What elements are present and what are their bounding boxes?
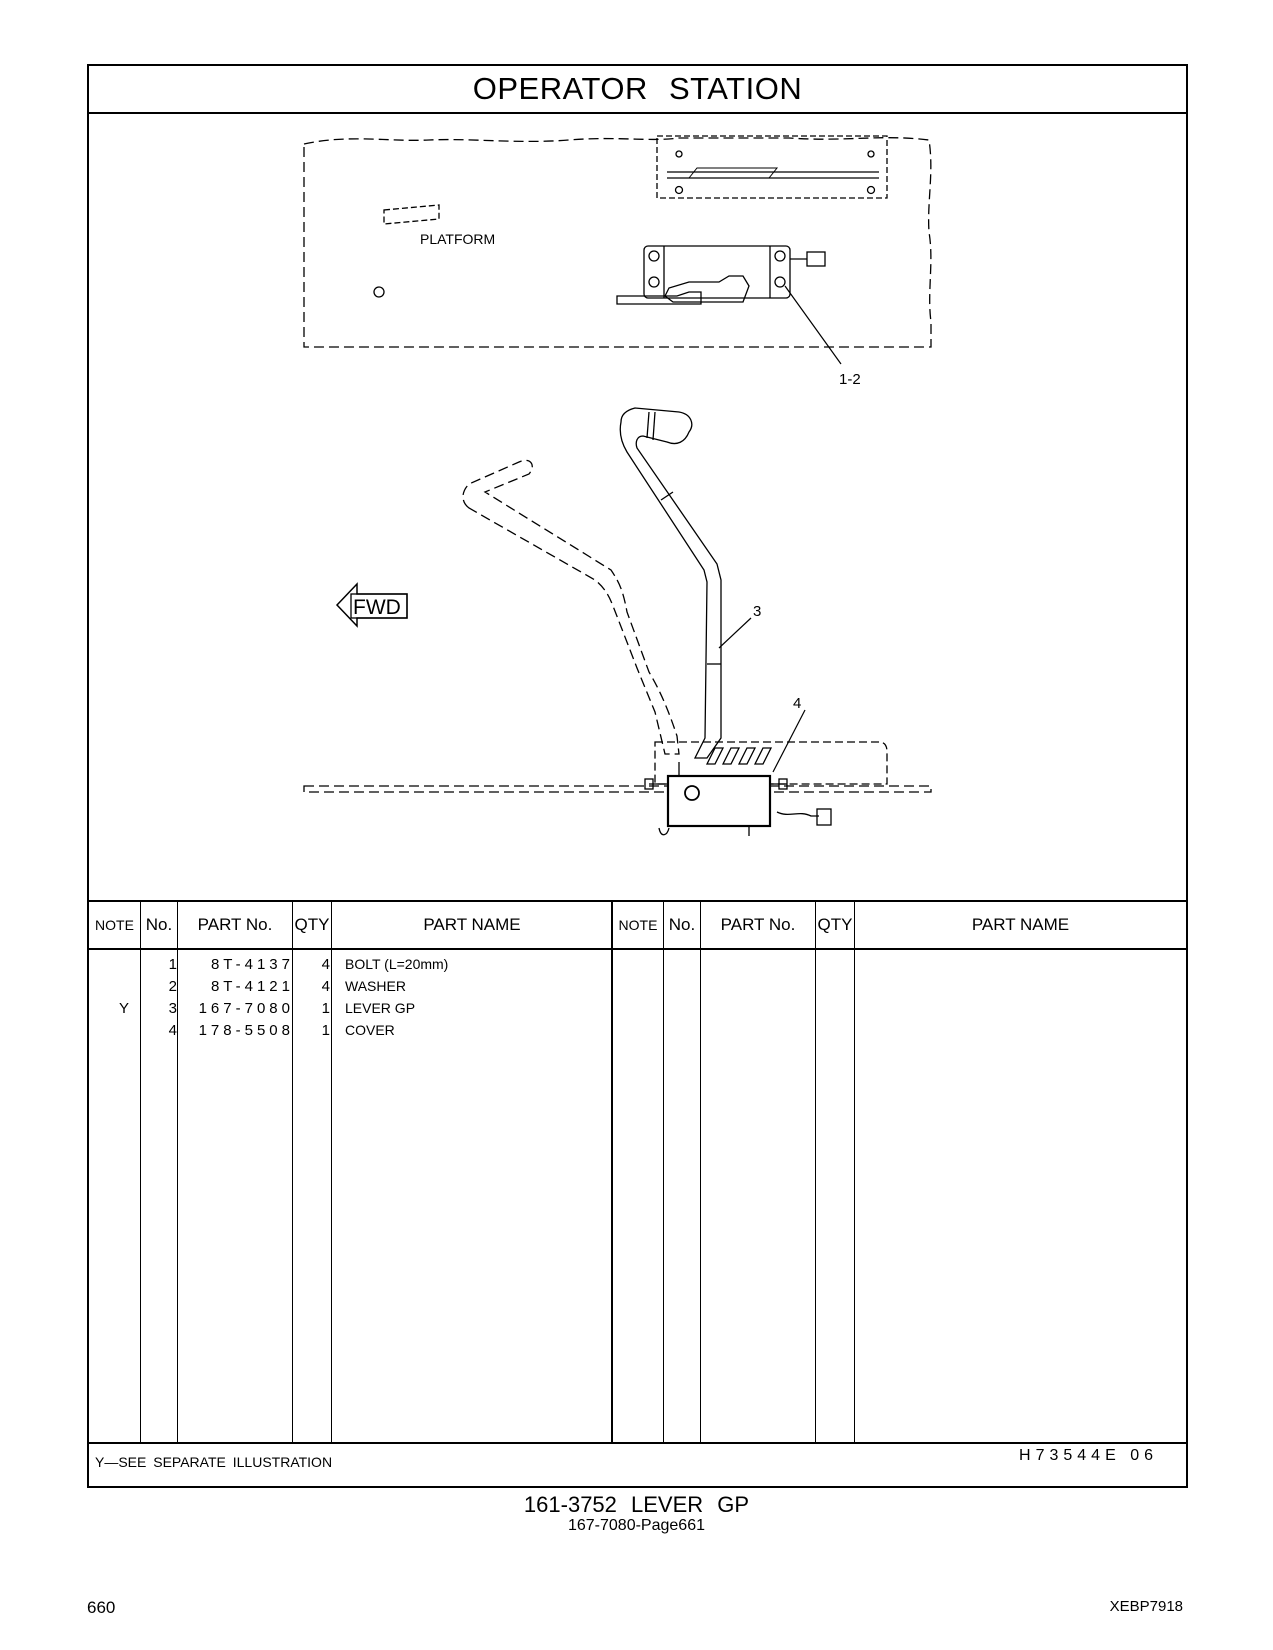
platform-slot — [383, 204, 440, 225]
control-box — [666, 774, 772, 828]
header-no-left: No. — [145, 915, 173, 934]
table-row: 4 178-5508 1 COVER — [89, 1022, 1186, 1045]
lever-top-view — [664, 275, 750, 303]
rear-panel — [654, 741, 888, 785]
callout-3: 3 — [753, 603, 761, 620]
header-partname-right: PART NAME — [971, 915, 1070, 934]
row-part-name: BOLT (L=20mm) — [345, 956, 449, 972]
row-number: 2 — [168, 978, 177, 995]
section-title: OPERATOR STATION — [472, 71, 803, 106]
row-number: 1 — [168, 956, 177, 973]
header-note-right: NOTE — [618, 917, 658, 933]
row-part-name: WASHER — [345, 978, 406, 994]
header-partno-left: PART No. — [197, 915, 273, 934]
header-qty-right: QTY — [817, 915, 853, 934]
top-bracket — [656, 135, 888, 199]
fwd-label: FWD — [353, 596, 401, 619]
section-title-band: OPERATOR STATION — [89, 66, 1186, 114]
row-note: Y — [118, 1000, 129, 1017]
row-part-number: 8T-4137 — [210, 956, 294, 973]
footnote: Y—SEE SEPARATE ILLUSTRATION — [95, 1454, 333, 1470]
row-part-number: 178-5508 — [198, 1022, 294, 1039]
page-number: 660 — [87, 1598, 116, 1617]
row-part-number: 167-7080 — [198, 1000, 294, 1017]
header-qty-left: QTY — [294, 915, 330, 934]
table-row: 1 8T-4137 4 BOLT (L=20mm) — [89, 956, 1186, 979]
table-row: Y 3 167-7080 1 LEVER GP — [89, 1000, 1186, 1023]
header-partname-left: PART NAME — [423, 915, 521, 934]
row-part-number: 8T-4121 — [210, 978, 294, 995]
row-qty: 1 — [321, 1000, 330, 1017]
header-partno-right: PART No. — [720, 915, 796, 934]
platform-label: PLATFORM — [420, 231, 495, 247]
caption-title: 161-3752 LEVER GP — [523, 1492, 750, 1517]
row-number: 3 — [168, 1000, 177, 1017]
callout-1-2: 1-2 — [839, 371, 861, 388]
parts-table: NOTE No. PART No. QTY PART NAME NOTE No.… — [89, 900, 1186, 1444]
document-id: XEBP7918 — [1109, 1598, 1183, 1615]
row-part-name: COVER — [345, 1022, 395, 1038]
row-qty: 4 — [321, 978, 330, 995]
exploded-illustration: PLATFORM FWD 1-2 3 4 — [303, 135, 932, 836]
row-part-name: LEVER GP — [345, 1000, 416, 1016]
callout-4: 4 — [793, 695, 801, 712]
floor-plate — [303, 785, 932, 793]
lever-main — [619, 407, 722, 759]
row-qty: 1 — [321, 1022, 330, 1039]
harness — [776, 811, 819, 817]
table-row: 2 8T-4121 4 WASHER — [89, 978, 1186, 1001]
cover-ribs — [705, 747, 773, 765]
drawing-code: H73544E 06 — [1019, 1447, 1158, 1464]
header-no-right: No. — [668, 915, 696, 934]
row-qty: 4 — [321, 956, 330, 973]
header-note-left: NOTE — [95, 917, 134, 933]
table-footer: Y—SEE SEPARATE ILLUSTRATION — [89, 1442, 1186, 1488]
row-number: 4 — [168, 1022, 177, 1039]
caption-subtitle: 167-7080-Page661 — [567, 1517, 705, 1534]
platform-outline — [303, 137, 932, 348]
control-base-top — [643, 245, 791, 299]
lever-alt-position — [462, 459, 680, 755]
parts-table-header: NOTE No. PART No. QTY PART NAME NOTE No.… — [89, 902, 1186, 950]
parts-page-frame: OPERATOR STATION — [87, 64, 1188, 1488]
